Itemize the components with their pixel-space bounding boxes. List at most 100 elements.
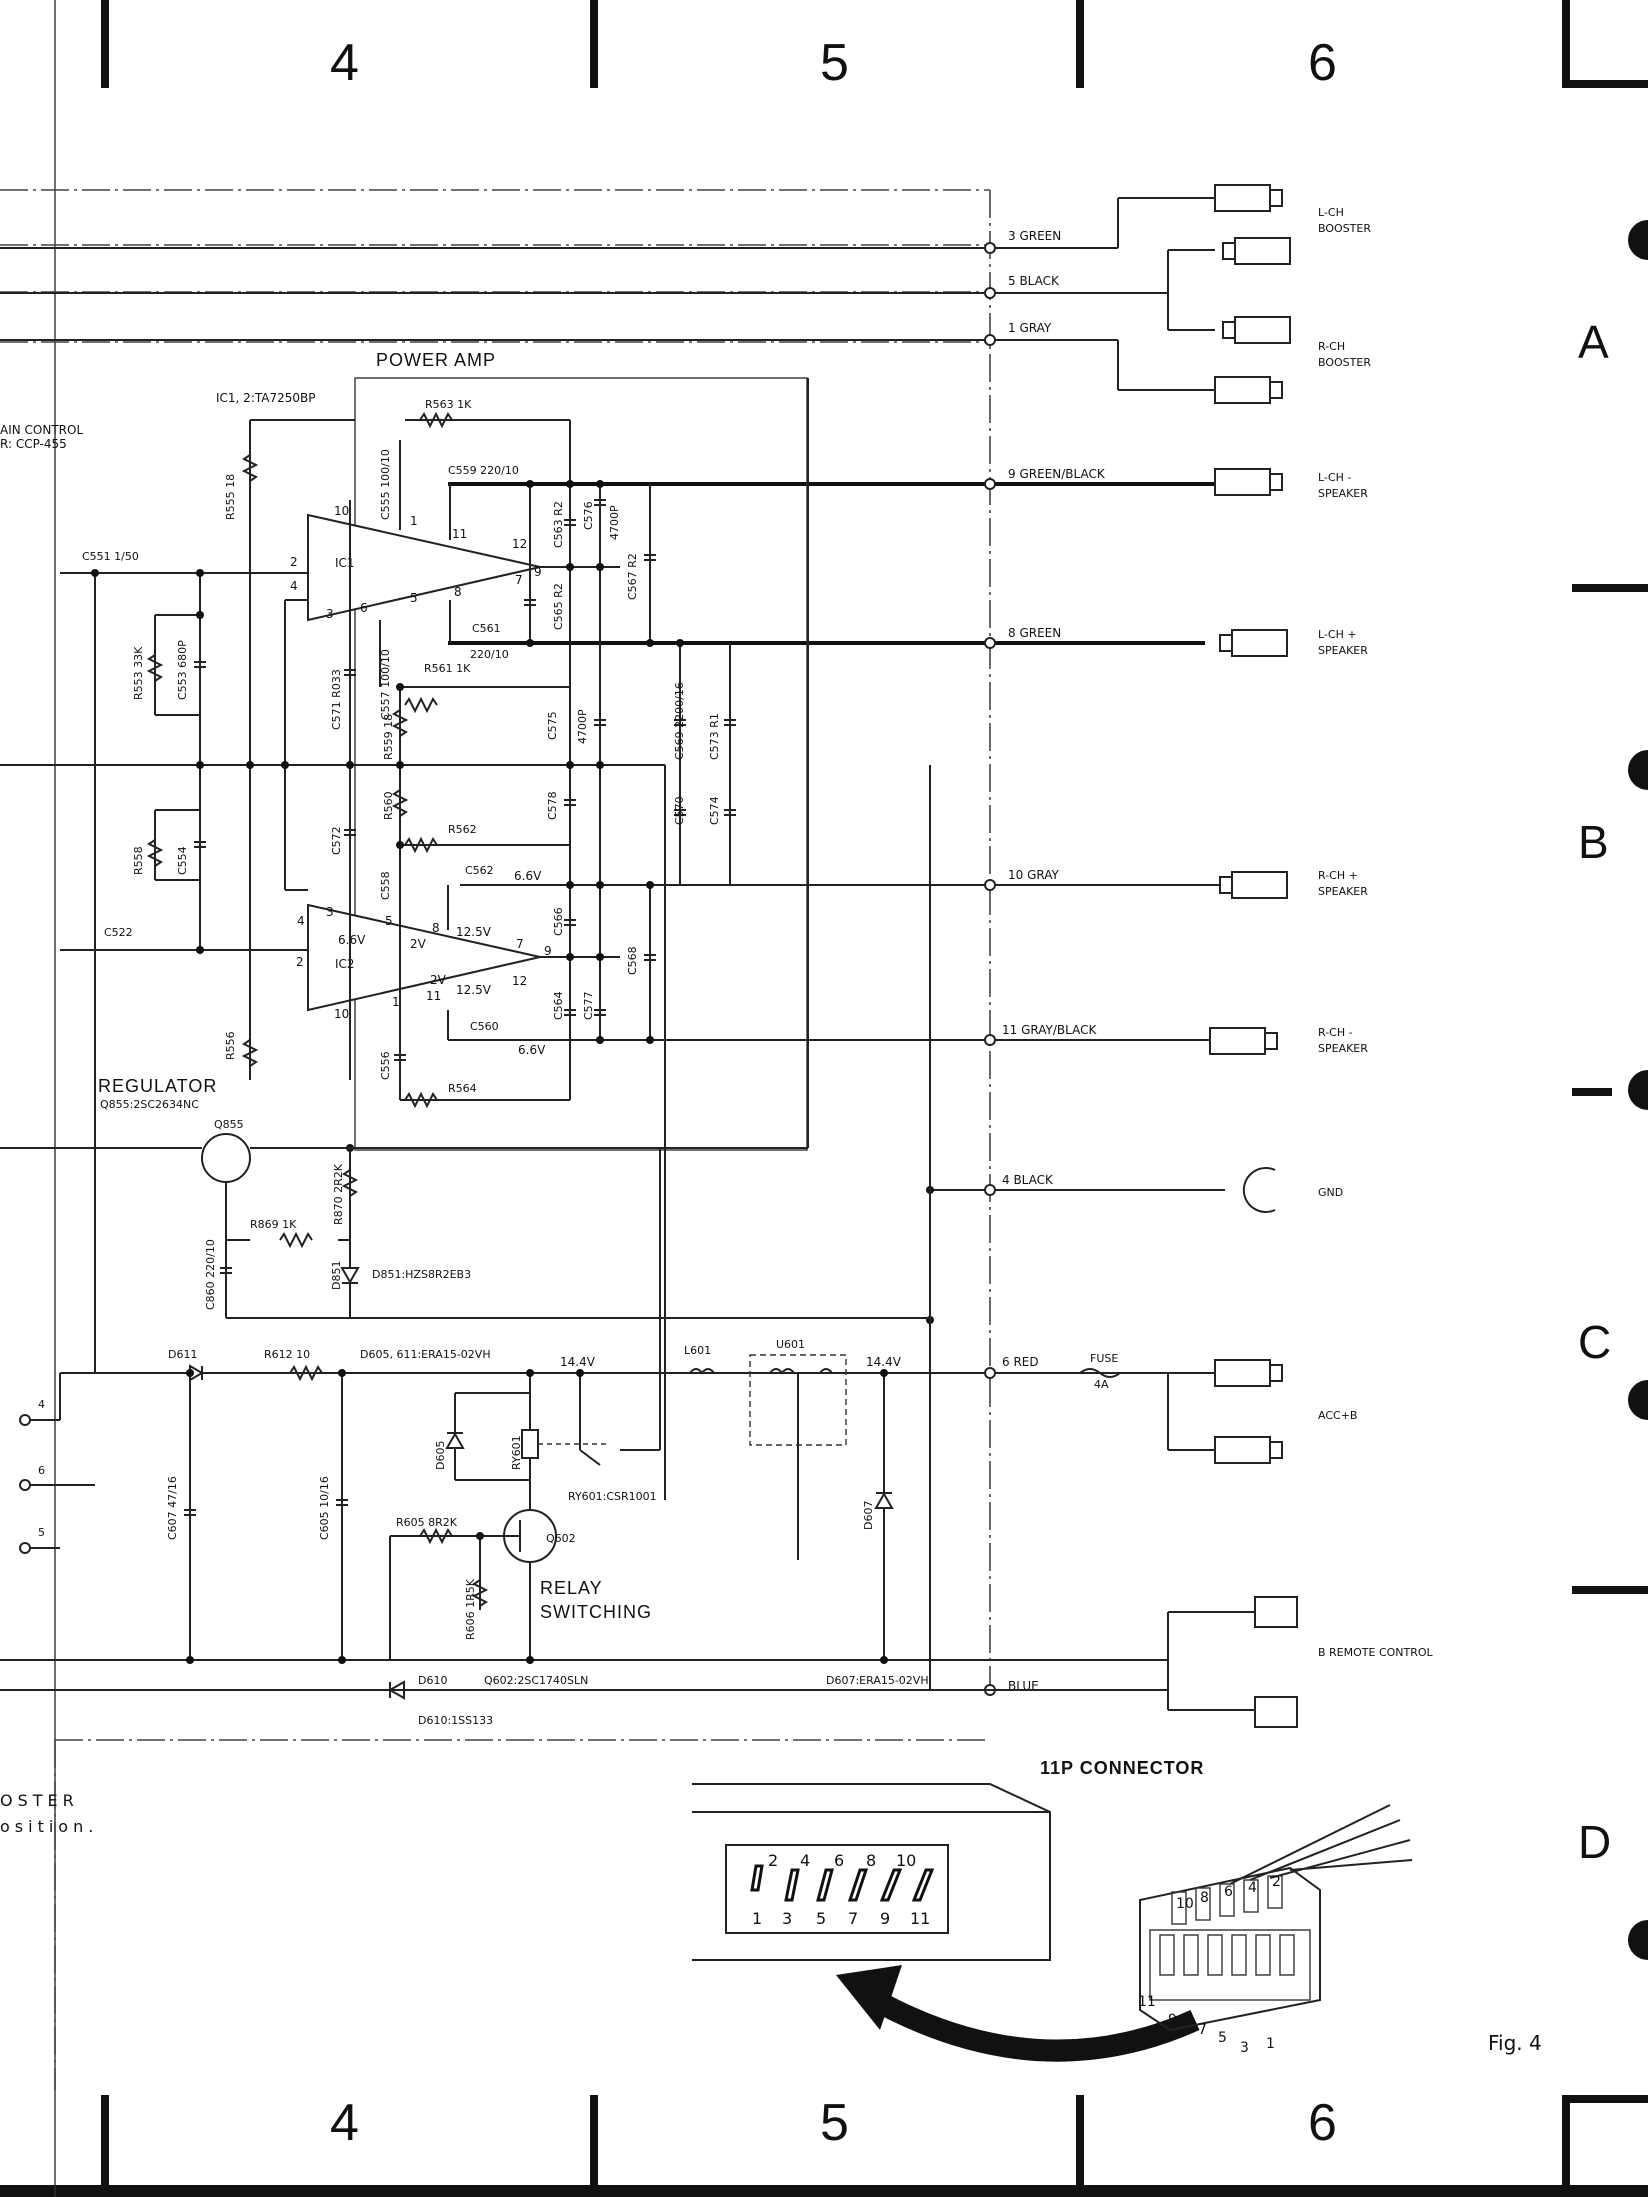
power-amp: POWER AMP IC1, 2:TA7250BP AIN CONTROL R:… — [0, 350, 934, 1373]
row-letter-a: A — [1578, 316, 1609, 368]
svg-text:FUSE: FUSE — [1090, 1352, 1118, 1365]
ic1-label: IC1 — [335, 556, 355, 570]
regulator: REGULATOR Q855:2SC2634NC Q855 R870 2R2K … — [0, 378, 931, 1690]
svg-text:C558: C558 — [379, 871, 392, 900]
svg-text:D851: D851 — [330, 1261, 343, 1290]
svg-text:C607 47/16: C607 47/16 — [166, 1476, 179, 1540]
svg-text:10: 10 — [334, 1007, 349, 1021]
svg-text:SPEAKER: SPEAKER — [1318, 644, 1368, 657]
connector-title: 11P CONNECTOR — [1040, 1758, 1204, 1778]
svg-text:11: 11 — [1138, 1994, 1156, 2010]
svg-text:7: 7 — [516, 937, 524, 951]
svg-text:C561: C561 — [472, 622, 501, 635]
svg-text:C553 680P: C553 680P — [176, 640, 189, 700]
svg-text:C522: C522 — [104, 926, 133, 939]
svg-text:7: 7 — [515, 573, 523, 587]
relay-switching-title-2: SWITCHING — [540, 1602, 652, 1622]
col-number-6-bottom: 6 — [1308, 2094, 1337, 2152]
relay-section: D611 R612 10 D605, 611:ERA15-02VH 14.4V … — [0, 1148, 1168, 1727]
svg-text:R556: R556 — [224, 1031, 237, 1060]
svg-text:5: 5 — [385, 914, 393, 928]
power-amp-title: POWER AMP — [376, 350, 496, 370]
svg-text:C566: C566 — [552, 907, 565, 936]
svg-text:3: 3 — [326, 607, 334, 621]
svg-text:5: 5 — [1218, 2030, 1227, 2046]
svg-text:R559 18: R559 18 — [382, 714, 395, 760]
svg-text:D611: D611 — [168, 1348, 197, 1361]
svg-text:C560: C560 — [470, 1020, 499, 1033]
lch-plus-label: L-CH + — [1318, 628, 1357, 641]
row-letter-c: C — [1578, 1316, 1611, 1368]
svg-text:12.5V: 12.5V — [456, 925, 492, 939]
svg-text:Q602:2SC1740SLN: Q602:2SC1740SLN — [484, 1674, 588, 1687]
svg-text:2: 2 — [1272, 1874, 1281, 1890]
col-number-4-top: 4 — [330, 34, 359, 92]
svg-text:C557 100/10: C557 100/10 — [379, 649, 392, 720]
svg-text:4: 4 — [800, 1851, 810, 1870]
col-number-5-top: 5 — [820, 34, 849, 92]
svg-text:C573 R1: C573 R1 — [708, 713, 721, 760]
wire-4-black: 4 BLACK — [1002, 1173, 1054, 1187]
svg-text:10: 10 — [334, 504, 349, 518]
svg-text:U601: U601 — [776, 1338, 805, 1351]
svg-text:C555 100/10: C555 100/10 — [379, 449, 392, 520]
svg-text:11: 11 — [910, 1909, 930, 1928]
svg-text:C567 R2: C567 R2 — [626, 553, 639, 600]
svg-text:4: 4 — [38, 1398, 45, 1411]
svg-text:R553 33K: R553 33K — [132, 646, 145, 700]
svg-text:11: 11 — [426, 989, 441, 1003]
svg-text:C576: C576 — [582, 501, 595, 530]
wire-5-black: 5 BLACK — [1008, 274, 1060, 288]
svg-text:Q855:2SC2634NC: Q855:2SC2634NC — [100, 1098, 199, 1111]
svg-text:5: 5 — [38, 1526, 45, 1539]
figure-label: Fig. 4 — [1488, 2031, 1542, 2055]
svg-text:R562: R562 — [448, 823, 477, 836]
svg-text:SPEAKER: SPEAKER — [1318, 885, 1368, 898]
svg-text:C575: C575 — [546, 711, 559, 740]
svg-text:4: 4 — [297, 914, 305, 928]
svg-text:R558: R558 — [132, 846, 145, 875]
svg-text:C569 2200/16: C569 2200/16 — [673, 682, 686, 760]
svg-text:RY601: RY601 — [510, 1435, 523, 1470]
terminal-plugs — [1209, 184, 1298, 1728]
svg-text:C571 R033: C571 R033 — [330, 669, 343, 730]
svg-text:2V: 2V — [430, 973, 447, 987]
svg-text:R563 1K: R563 1K — [425, 398, 472, 411]
svg-text:6: 6 — [1224, 1884, 1233, 1900]
svg-text:C563 R2: C563 R2 — [552, 501, 565, 548]
rch-plus-label: R-CH + — [1318, 869, 1358, 882]
svg-text:Q602: Q602 — [546, 1532, 576, 1545]
col-number-5-bottom: 5 — [820, 2094, 849, 2152]
svg-text:1: 1 — [392, 995, 400, 1009]
svg-text:osition.: osition. — [0, 1817, 98, 1836]
svg-text:C568: C568 — [626, 946, 639, 975]
svg-text:SPEAKER: SPEAKER — [1318, 1042, 1368, 1055]
regulator-title: REGULATOR — [98, 1076, 217, 1096]
svg-text:R606 1R5K: R606 1R5K — [464, 1578, 477, 1640]
svg-text:3: 3 — [326, 905, 334, 919]
svg-text:SPEAKER: SPEAKER — [1318, 487, 1368, 500]
svg-text:2: 2 — [296, 955, 304, 969]
svg-text:Q855: Q855 — [214, 1118, 244, 1131]
svg-text:R560: R560 — [382, 791, 395, 820]
rch-booster-label: R-CH — [1318, 340, 1345, 353]
svg-text:5: 5 — [410, 591, 418, 605]
wire-9-green-black: 9 GREEN/BLACK — [1008, 467, 1106, 481]
svg-text:R555 18: R555 18 — [224, 474, 237, 520]
svg-text:R: CCP-455: R: CCP-455 — [0, 437, 67, 451]
svg-text:C562: C562 — [465, 864, 494, 877]
output-labels: L-CH BOOSTER R-CH BOOSTER L-CH - SPEAKER… — [1318, 206, 1434, 1659]
lch-minus-label: L-CH - — [1318, 471, 1351, 484]
svg-text:C565 R2: C565 R2 — [552, 583, 565, 630]
svg-text:C564: C564 — [552, 991, 565, 1020]
svg-text:AIN CONTROL: AIN CONTROL — [0, 423, 83, 437]
svg-text:4: 4 — [1248, 1880, 1257, 1896]
svg-text:1: 1 — [410, 514, 418, 528]
svg-text:C574: C574 — [708, 796, 721, 825]
svg-text:6: 6 — [360, 601, 368, 615]
svg-text:OSTER: OSTER — [0, 1791, 79, 1810]
svg-text:8: 8 — [454, 585, 462, 599]
svg-text:C551 1/50: C551 1/50 — [82, 550, 139, 563]
